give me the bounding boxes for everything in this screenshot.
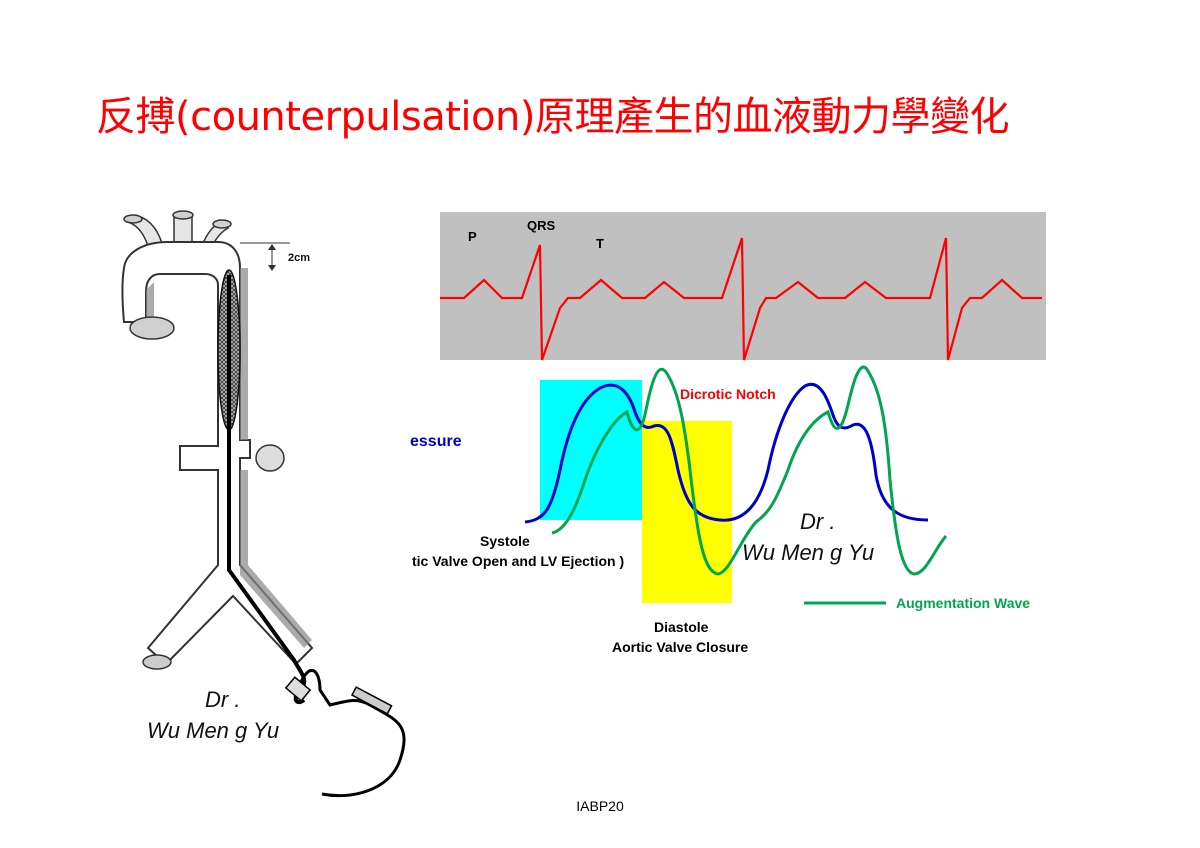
aortic-pressure-line — [524, 382, 929, 524]
augmentation-legend-label: Augmentation Wave — [896, 595, 1030, 611]
distance-label: 2cm — [288, 252, 310, 264]
pressure-watermark-line1: Dr . — [800, 509, 835, 534]
pressure-label: essure — [410, 433, 462, 450]
ecg-label-t: T — [596, 236, 604, 251]
systole-sub-label: tic Valve Open and LV Ejection ) — [412, 553, 624, 569]
ecg-trace — [440, 237, 1042, 361]
diastole-sub-label: Aortic Valve Closure — [612, 639, 748, 655]
aorta-watermark-line2: Wu Men g Yu — [147, 718, 279, 743]
ecg-label-qrs: QRS — [527, 218, 556, 233]
ecg-panel: P QRS T — [440, 212, 1046, 361]
aortic-root — [129, 316, 175, 340]
renal-branch-stub — [255, 444, 285, 472]
catheter-tubing — [296, 668, 406, 798]
pressure-watermark-line2: Wu Men g Yu — [742, 540, 874, 565]
systole-label: Systole — [480, 533, 530, 549]
ecg-label-p: P — [468, 229, 477, 244]
augmentation-wave-line — [551, 365, 948, 576]
pressure-panel: Dicrotic Notch essure Systole tic Valve … — [410, 365, 1030, 655]
slide-title: 反搏(counterpulsation)原理產生的血液動力學變化 — [96, 94, 1009, 140]
catheter-connector — [284, 676, 393, 715]
slide-footer: IABP20 — [576, 798, 624, 814]
aorta-diagram: 2cm Dr . Wu Men g Yu — [121, 210, 406, 798]
aorta-watermark-line1: Dr . — [205, 687, 240, 712]
systole-highlight — [540, 380, 642, 520]
diastole-label: Diastole — [654, 619, 709, 635]
distance-marker: 2cm — [240, 242, 310, 271]
iliac-end-left — [142, 654, 172, 670]
dicrotic-notch-label: Dicrotic Notch — [680, 386, 776, 402]
